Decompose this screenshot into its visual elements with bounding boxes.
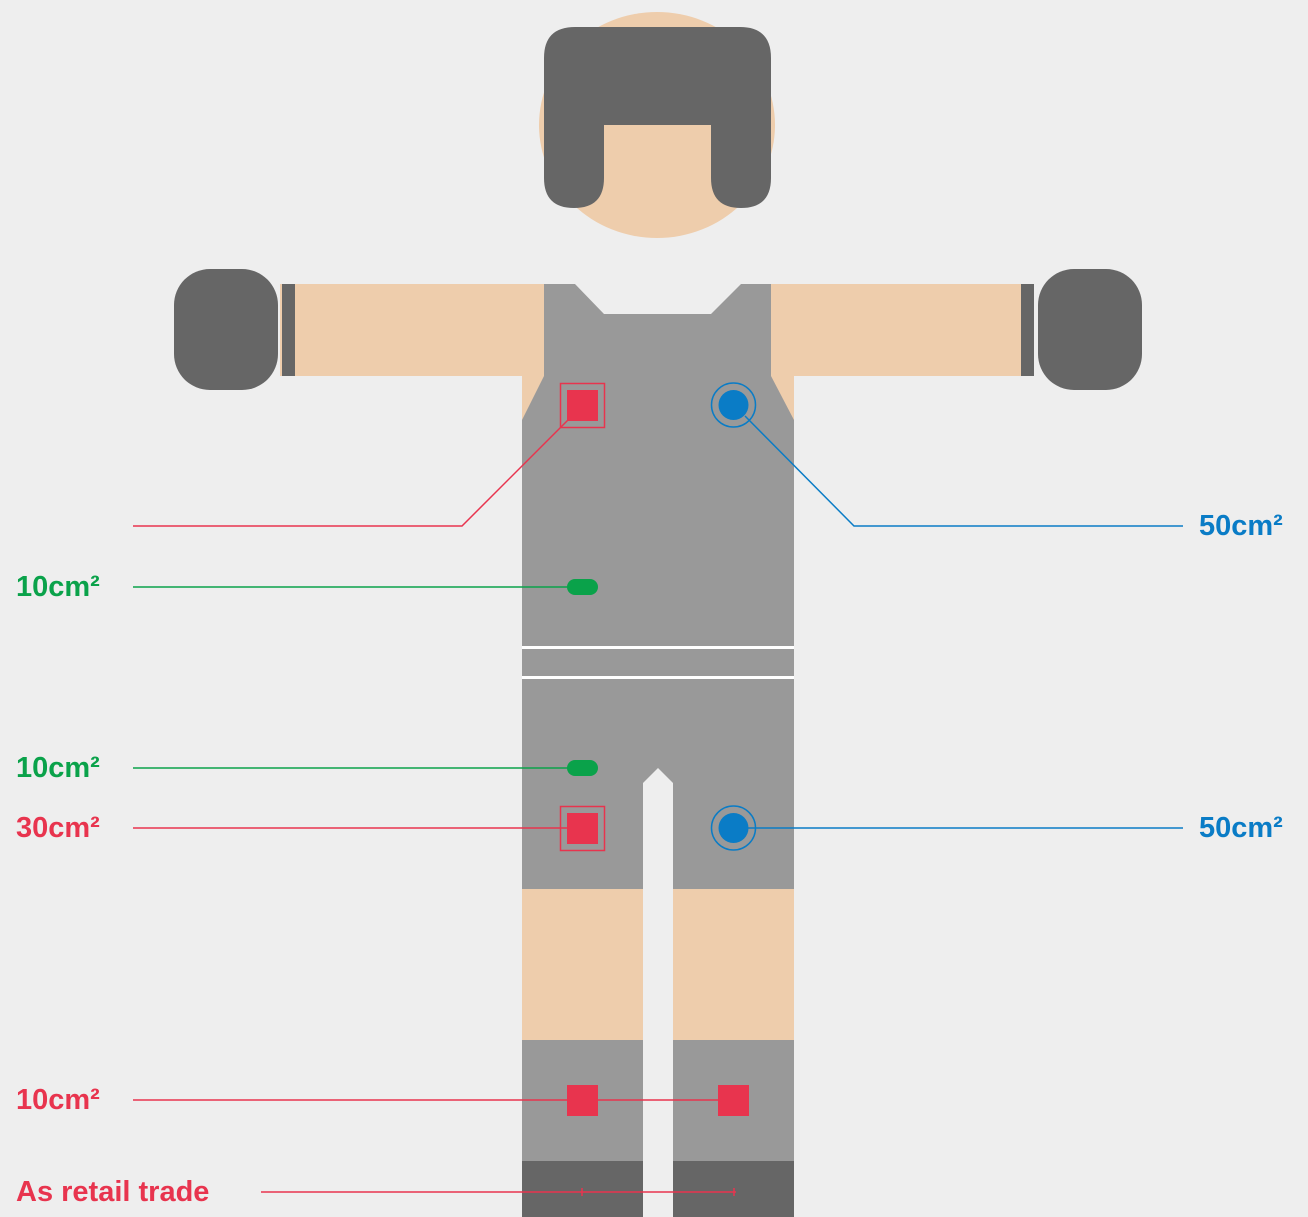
shorts-center-marker [567, 760, 598, 776]
chest-right-marker [719, 390, 749, 420]
right-glove [1038, 269, 1142, 390]
shorts-left-marker [567, 813, 598, 844]
chest-left-marker [567, 390, 598, 421]
shorts-center-label: 10cm² [16, 751, 100, 785]
right-sock-marker [718, 1085, 749, 1116]
left-arm [280, 284, 550, 376]
right-arm [766, 284, 1031, 376]
chest-center-marker [567, 579, 598, 595]
left-glove-cuff [282, 284, 295, 376]
chest-left-leader [133, 420, 568, 526]
shorts-left-label: 30cm² [16, 811, 100, 845]
chest-right-label: 50cm² [1199, 509, 1283, 543]
vest [522, 284, 794, 646]
left-sock-marker [567, 1085, 598, 1116]
left-leg [522, 889, 643, 1040]
right-glove-cuff [1021, 284, 1034, 376]
chest-center-label: 10cm² [16, 570, 100, 604]
shorts [522, 679, 794, 889]
socks-label: 10cm² [16, 1083, 100, 1117]
right-leg [673, 889, 794, 1040]
left-glove [174, 269, 278, 390]
chest-right-leader [745, 416, 1183, 526]
shorts-right-marker [719, 813, 749, 843]
shorts-right-label: 50cm² [1199, 811, 1283, 845]
waistband [522, 649, 794, 676]
shoes-label: As retail trade [16, 1175, 209, 1209]
